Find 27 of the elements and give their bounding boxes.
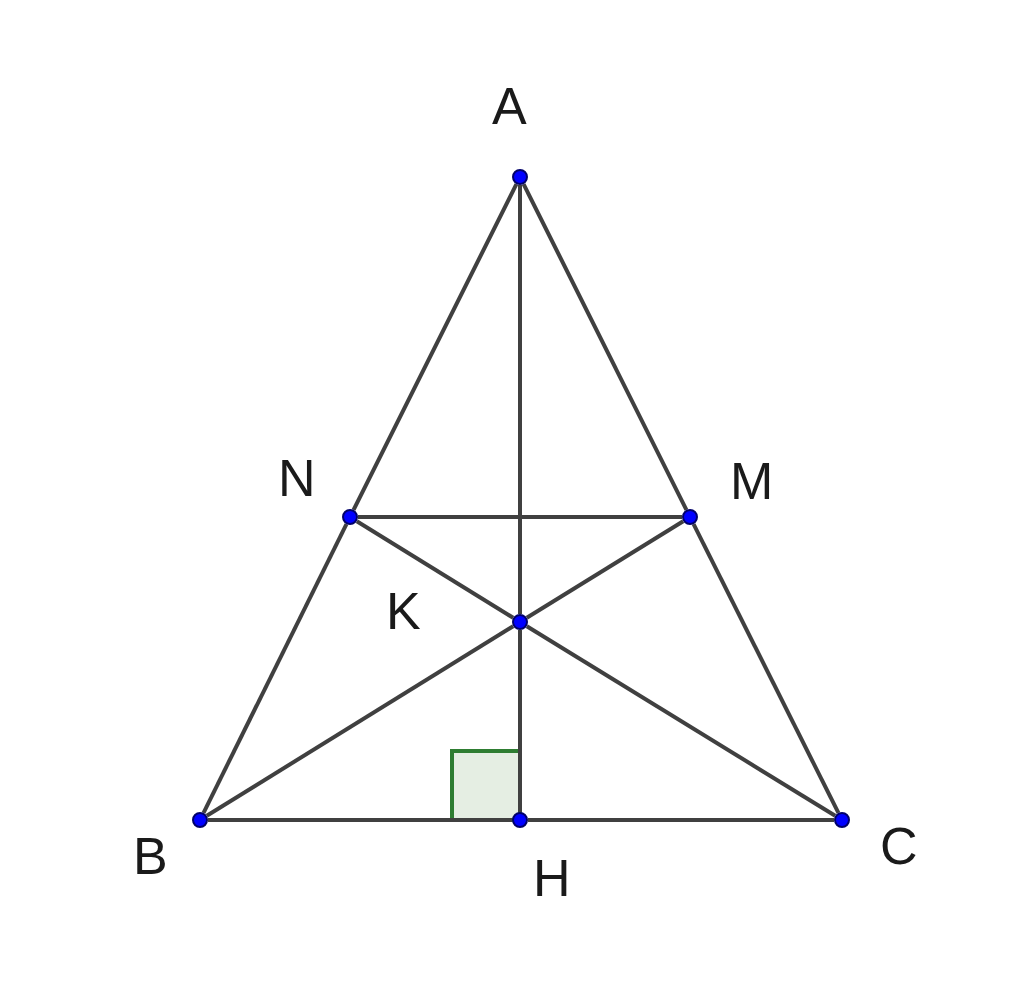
point-label: H <box>533 852 571 904</box>
line-segment <box>691 523 841 814</box>
point <box>834 812 850 828</box>
line-segment <box>358 515 682 519</box>
point <box>512 169 528 185</box>
line-segment <box>518 185 522 614</box>
line-segment <box>351 183 519 511</box>
point-label: B <box>133 830 168 882</box>
point-label: N <box>278 452 316 504</box>
line-segment <box>201 523 349 814</box>
point <box>512 812 528 828</box>
line-segment <box>355 519 515 620</box>
point <box>512 614 528 630</box>
line-segment <box>525 519 685 620</box>
line-segment <box>521 183 689 511</box>
line-segment <box>205 624 515 818</box>
point-label: M <box>730 455 774 507</box>
point-label: A <box>492 80 527 132</box>
point <box>342 509 358 525</box>
line-segment <box>518 630 522 812</box>
point <box>682 509 698 525</box>
point-label: K <box>386 585 421 637</box>
line-segment <box>528 818 834 822</box>
point-label: C <box>880 820 918 872</box>
line-segment <box>525 624 837 818</box>
point <box>192 812 208 828</box>
line-segment <box>208 818 512 822</box>
